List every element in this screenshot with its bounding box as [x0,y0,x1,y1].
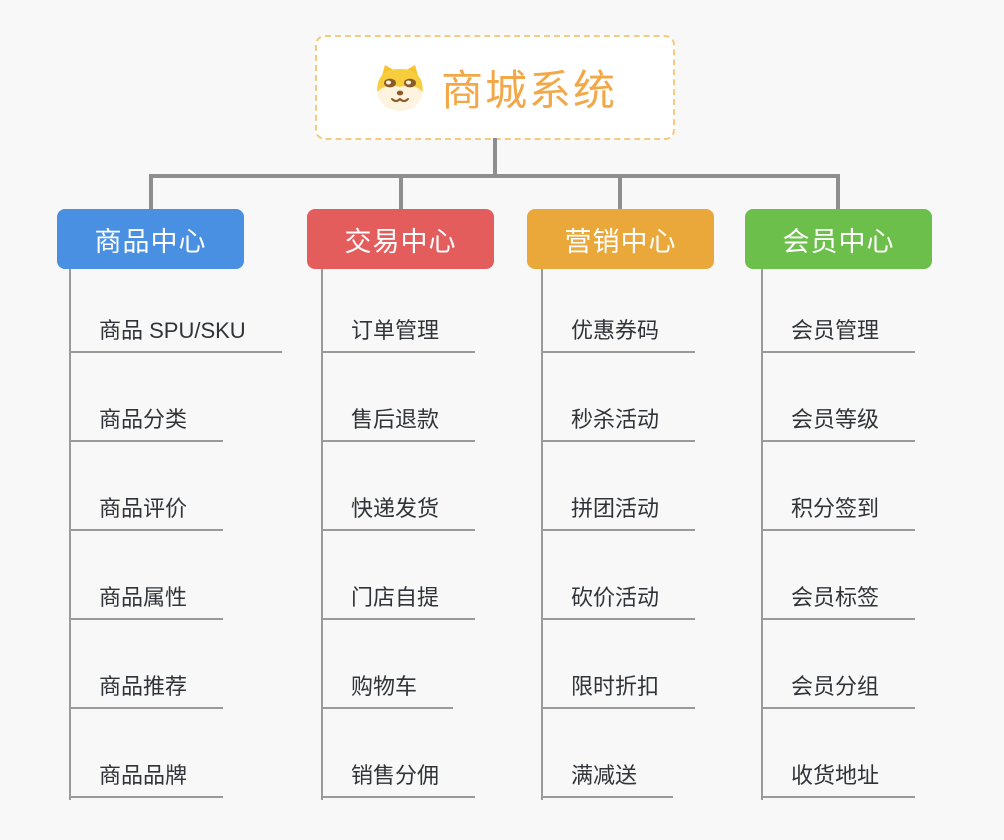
child-topic[interactable]: 门店自提 [321,578,476,620]
connector-root-stem [493,138,497,178]
child-topic[interactable]: 商品 SPU/SKU [69,311,282,353]
child-topic[interactable]: 售后退款 [321,400,476,442]
child-topic[interactable]: 会员管理 [761,311,916,353]
connector-branch-2 [399,174,403,210]
branch-node-trade-center[interactable]: 交易中心 [307,209,494,269]
child-topic[interactable]: 商品品牌 [69,756,224,798]
root-topic-label: 商城系统 [440,67,617,114]
connector-branch-4 [836,174,840,210]
branch-node-product-center[interactable]: 商品中心 [57,209,244,269]
child-topic[interactable]: 秒杀活动 [541,400,696,442]
child-topic[interactable]: 商品评价 [69,489,224,531]
child-topic[interactable]: 快递发货 [321,489,476,531]
child-topic[interactable]: 限时折扣 [541,667,696,709]
connector-horizontal-bus [149,174,840,178]
child-topic[interactable]: 销售分佣 [321,756,476,798]
branch-node-marketing-center[interactable]: 营销中心 [527,209,714,269]
child-topic[interactable]: 订单管理 [321,311,476,353]
child-topic[interactable]: 砍价活动 [541,578,696,620]
trunk-line-product-center [69,269,71,800]
child-topic[interactable]: 会员等级 [761,400,916,442]
child-topic[interactable]: 商品分类 [69,400,224,442]
child-topic[interactable]: 购物车 [321,667,454,709]
child-topic[interactable]: 收货地址 [761,756,916,798]
connector-branch-3 [618,174,622,210]
root-topic[interactable]: 商城系统 [315,35,675,140]
child-topic[interactable]: 会员分组 [761,667,916,709]
child-topic[interactable]: 拼团活动 [541,489,696,531]
trunk-line-marketing-center [541,269,543,800]
child-topic[interactable]: 积分签到 [761,489,916,531]
trunk-line-trade-center [321,269,323,800]
child-topic[interactable]: 商品推荐 [69,667,224,709]
connector-branch-1 [149,174,153,210]
branch-node-member-center[interactable]: 会员中心 [745,209,932,269]
shiba-dog-icon [376,64,423,111]
child-topic[interactable]: 满减送 [541,756,674,798]
trunk-line-member-center [761,269,763,800]
child-topic[interactable]: 会员标签 [761,578,916,620]
child-topic[interactable]: 商品属性 [69,578,224,620]
child-topic[interactable]: 优惠券码 [541,311,696,353]
